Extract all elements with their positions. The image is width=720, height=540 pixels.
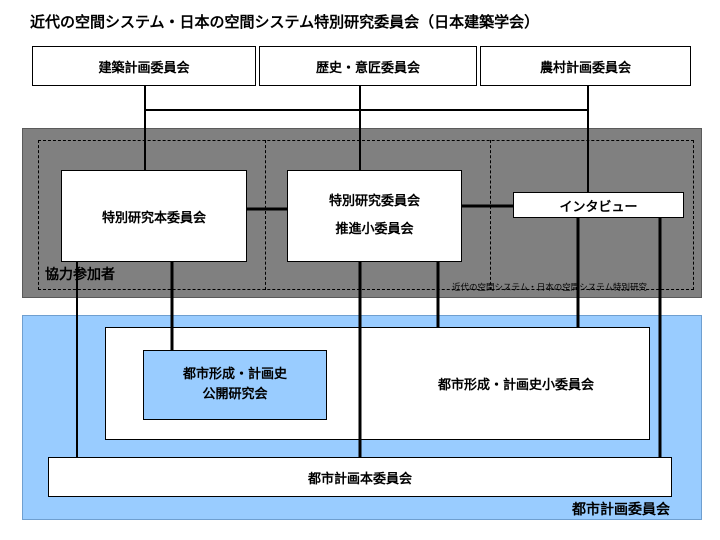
participants-label: 協力参加者 <box>45 267 115 283</box>
special-research-main-committee-label: 特別研究本委員会 <box>101 210 206 226</box>
urban-planning-main-committee-label: 都市計画本委員会 <box>307 471 412 487</box>
rural-planning-committee-label: 農村計画委員会 <box>539 60 631 76</box>
dashed-divider-left <box>265 140 266 290</box>
urban-planning-main-committee-box: 都市計画本委員会 <box>48 457 672 497</box>
open-seminar-label-line1: 都市形成・計画史 <box>182 367 287 383</box>
open-seminar-box: 都市形成・計画史 公開研究会 <box>143 350 327 420</box>
open-seminar-label-line2: 公開研究会 <box>202 386 268 402</box>
special-research-main-committee-box: 特別研究本委員会 <box>61 170 247 262</box>
promotion-committee-box: 特別研究委員会 推進小委員会 <box>287 170 462 262</box>
history-design-committee-label: 歴史・意匠委員会 <box>315 60 420 76</box>
promotion-committee-label-line2: 推進小委員会 <box>335 222 414 237</box>
promotion-committee-label-line1: 特別研究委員会 <box>328 193 420 209</box>
participants-dashed-frame <box>38 140 694 290</box>
special-research-footer-note: 近代の空間システム・日本の空間システム特別研究 <box>452 283 647 293</box>
dashed-divider-right <box>490 140 491 290</box>
interview-box: インタビュー <box>513 192 684 218</box>
history-subcommittee-box: 都市形成・計画史小委員会 <box>105 327 650 440</box>
urban-planning-committee-label: 都市計画委員会 <box>572 502 670 518</box>
architecture-planning-committee-label: 建築計画委員会 <box>98 60 190 76</box>
architecture-planning-committee-box: 建築計画委員会 <box>32 46 256 86</box>
rural-planning-committee-box: 農村計画委員会 <box>480 46 691 86</box>
history-subcommittee-label: 都市形成・計画史小委員会 <box>437 378 594 393</box>
diagram-title: 近代の空間システム・日本の空間システム特別研究委員会（日本建築学会） <box>30 13 540 31</box>
interview-label: インタビュー <box>559 199 638 215</box>
history-design-committee-box: 歴史・意匠委員会 <box>259 46 477 86</box>
